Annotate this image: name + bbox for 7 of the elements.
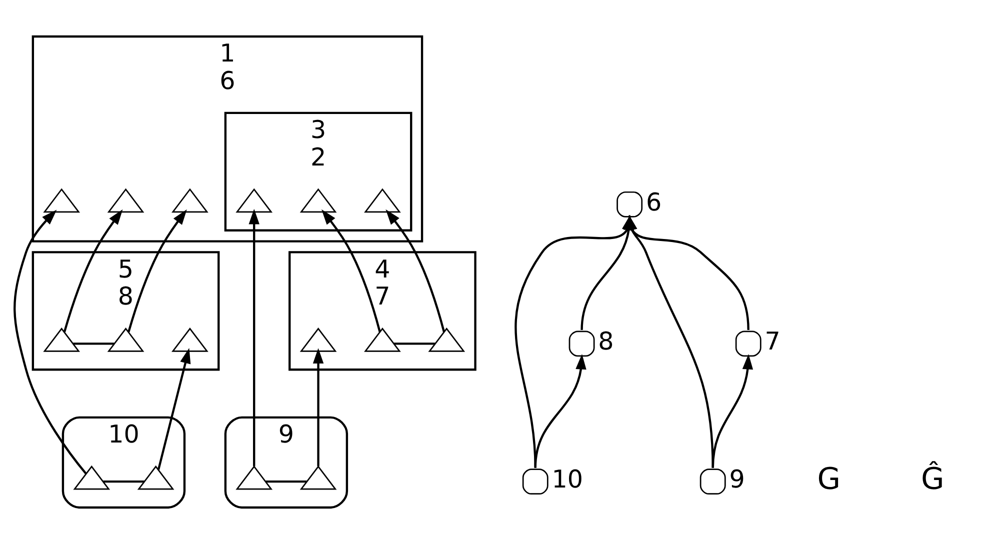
node-label: 6 — [645, 186, 662, 216]
node-label: 8 — [598, 326, 614, 356]
node-label: 10 — [551, 464, 583, 494]
label: Ĝ — [920, 462, 944, 497]
label: G — [816, 462, 840, 497]
node-label: 7 — [764, 326, 780, 356]
node-label: 9 — [728, 464, 744, 494]
